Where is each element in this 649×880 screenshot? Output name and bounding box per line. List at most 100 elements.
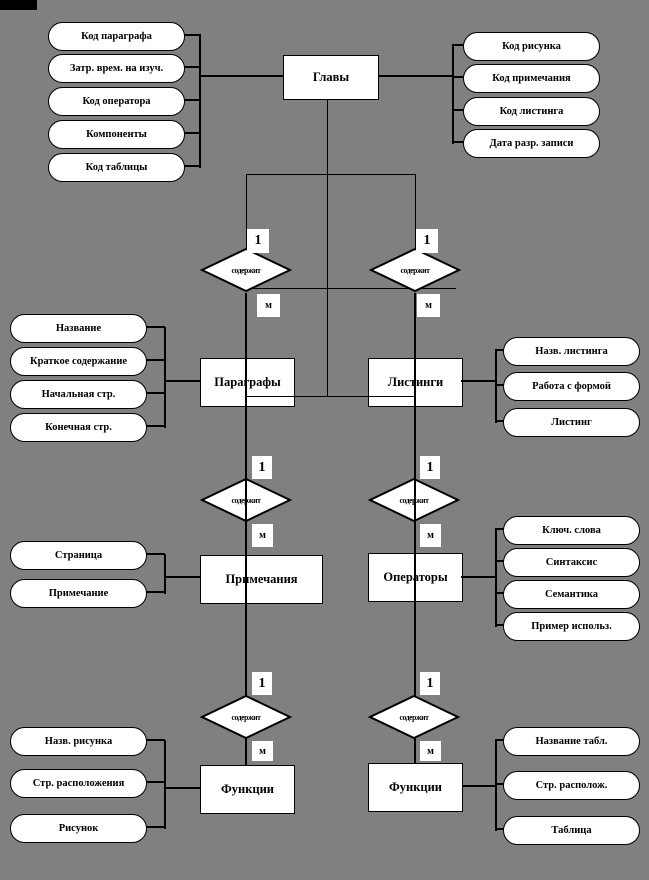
attribute-oval: Назв. рисунка xyxy=(10,727,147,756)
connector-line xyxy=(414,293,416,763)
connector-line xyxy=(145,553,165,555)
attribute-oval: Код листинга xyxy=(463,97,600,126)
cardinality-one-box: 1 xyxy=(420,672,440,695)
connector-line xyxy=(495,624,504,626)
connector-line xyxy=(145,359,165,361)
attribute-oval: Примечание xyxy=(10,579,147,608)
connector-line xyxy=(164,576,200,578)
connector-line xyxy=(246,174,416,175)
connector-line xyxy=(495,560,504,562)
connector-line xyxy=(145,326,165,328)
cardinality-many-box: м xyxy=(420,524,441,547)
attribute-oval: Краткое содержание xyxy=(10,347,147,376)
entity-paragrafy: Параграфы xyxy=(200,358,295,407)
entity-glavy: Главы xyxy=(283,55,379,100)
connector-line xyxy=(415,174,416,248)
cardinality-many-box: м xyxy=(417,294,440,317)
attribute-oval: Ключ. слова xyxy=(503,516,640,545)
connector-line xyxy=(495,420,504,422)
relationship-glavy-paragrafy: содержит xyxy=(199,247,293,293)
attribute-oval: Назв. листинга xyxy=(503,337,640,366)
connector-line xyxy=(199,75,284,77)
connector-line xyxy=(461,380,496,382)
cardinality-many-box: м xyxy=(252,524,273,547)
connector-line xyxy=(183,99,200,101)
connector-line xyxy=(452,44,454,144)
attribute-oval: Страница xyxy=(10,541,147,570)
attribute-oval: Код рисунка xyxy=(463,32,600,61)
connector-line xyxy=(145,739,165,741)
connector-line xyxy=(495,739,504,741)
attribute-oval: Название xyxy=(10,314,147,343)
connector-line xyxy=(164,327,166,428)
cardinality-one-box: 1 xyxy=(416,229,438,253)
connector-line xyxy=(145,425,165,427)
connector-line xyxy=(183,34,200,36)
attribute-oval: Код примечания xyxy=(463,64,600,93)
diamond-shape xyxy=(199,694,293,740)
diamond-shape xyxy=(368,247,462,293)
cardinality-one-box: 1 xyxy=(252,672,272,695)
attribute-oval: Дата разр. записи xyxy=(463,129,600,158)
attribute-oval: Синтаксис xyxy=(503,548,640,577)
connector-line xyxy=(164,740,166,829)
cardinality-one-box: 1 xyxy=(247,229,269,253)
diamond-shape xyxy=(199,247,293,293)
connector-line xyxy=(199,34,201,168)
cardinality-one-box: 1 xyxy=(252,456,272,479)
relationship-label: содержит xyxy=(231,265,261,275)
connector-line xyxy=(183,165,200,167)
relationship-label: содержит xyxy=(400,265,430,275)
connector-line xyxy=(495,592,504,594)
connector-line xyxy=(145,392,165,394)
entity-funkcii-left: Функции xyxy=(200,765,295,814)
entity-funkcii-right: Функции xyxy=(368,763,463,812)
connector-line xyxy=(461,785,496,787)
attribute-oval: Таблица xyxy=(503,816,640,845)
relationship-label: содержит xyxy=(399,712,429,722)
connector-line xyxy=(327,98,328,397)
connector-line xyxy=(495,740,497,831)
attribute-oval: Название табл. xyxy=(503,727,640,756)
attribute-oval: Компоненты xyxy=(48,120,185,149)
cardinality-one-box: 1 xyxy=(420,456,440,479)
connector-line xyxy=(452,109,464,111)
relationship-operatory-funkcii: содержит xyxy=(367,694,461,740)
connector-line xyxy=(452,141,464,143)
connector-line xyxy=(495,528,504,530)
attribute-oval: Код таблицы xyxy=(48,153,185,182)
attribute-oval: Код параграфа xyxy=(48,22,185,51)
cardinality-many-box: м xyxy=(252,741,273,761)
attribute-oval: Семантика xyxy=(503,580,640,609)
attribute-oval: Затр. врем. на изуч. xyxy=(48,54,185,83)
connector-line xyxy=(495,350,497,423)
connector-line xyxy=(246,174,247,248)
connector-line xyxy=(377,75,453,77)
attribute-oval: Начальная стр. xyxy=(10,380,147,409)
connector-line xyxy=(495,529,497,627)
connector-line xyxy=(495,783,504,785)
connector-line xyxy=(183,132,200,134)
attribute-oval: Работа с формой xyxy=(503,372,640,401)
relationship-glavy-listingi: содержит xyxy=(368,247,462,293)
attribute-oval: Стр. расположения xyxy=(10,769,147,798)
connector-line xyxy=(145,781,165,783)
connector-line xyxy=(164,380,200,382)
connector-line xyxy=(452,44,464,46)
attribute-oval: Конечная стр. xyxy=(10,413,147,442)
relationship-primechaniya-funkcii: содержит xyxy=(199,694,293,740)
connector-line xyxy=(461,576,496,578)
connector-line xyxy=(245,293,247,765)
connector-line xyxy=(145,591,165,593)
attribute-oval: Листинг xyxy=(503,408,640,437)
attribute-oval: Стр. располож. xyxy=(503,771,640,800)
relationship-label: содержит xyxy=(231,712,261,722)
connector-line xyxy=(246,288,456,289)
connector-line xyxy=(452,76,464,78)
cardinality-many-box: м xyxy=(420,741,441,761)
connector-line xyxy=(495,349,504,351)
attribute-oval: Пример использ. xyxy=(503,612,640,641)
connector-line xyxy=(145,826,165,828)
connector-line xyxy=(164,554,166,594)
